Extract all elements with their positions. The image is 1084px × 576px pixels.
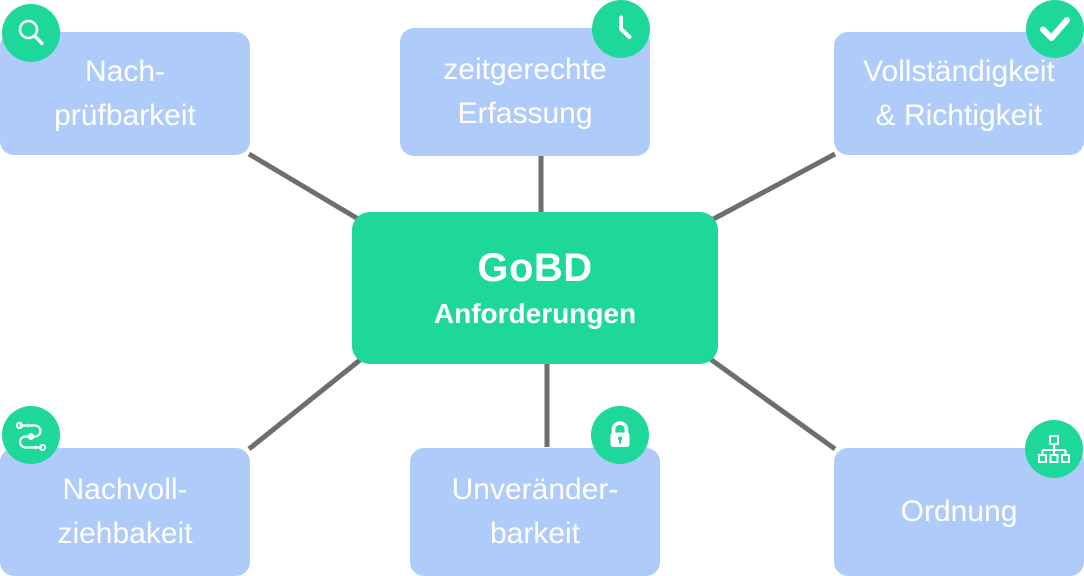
- node-unveraenderbarkeit[interactable]: Unveränder- barkeit: [410, 448, 660, 576]
- node-label-line: ziehbakeit: [57, 517, 193, 550]
- node-label-line: zeitgerechte: [443, 53, 607, 86]
- magnifier-icon: [2, 4, 60, 62]
- center-node-title: GoBD: [477, 246, 593, 290]
- connector-center-to-top-left: [247, 151, 367, 226]
- node-label-line: Vollständigkeit: [863, 54, 1055, 88]
- lock-icon: [591, 406, 649, 464]
- node-label-line: barkeit: [489, 517, 581, 550]
- clock-icon: [592, 0, 650, 58]
- node-label-line: Unveränder-: [451, 473, 619, 506]
- connector-center-to-bottom-left: [247, 354, 367, 451]
- center-node-subtitle: Anforderungen: [433, 298, 637, 329]
- node-nachvollziehbakeit[interactable]: Nachvoll- ziehbakeit: [0, 448, 250, 576]
- node-label-line: prüfbarkeit: [54, 98, 196, 132]
- connector-center-to-bottom-right: [704, 353, 837, 452]
- node-label-line: Nachvoll-: [62, 473, 188, 506]
- center-node-gobd[interactable]: GoBD Anforderungen: [352, 212, 718, 364]
- node-label-line: & Richtigkeit: [875, 98, 1043, 132]
- org-chart-icon: [1025, 420, 1083, 478]
- route-icon: [2, 406, 60, 464]
- node-zeitgerechte-erfassung[interactable]: zeitgerechte Erfassung: [400, 28, 650, 156]
- check-icon: [1026, 0, 1084, 58]
- node-label-line: Ordnung: [900, 495, 1018, 528]
- node-label-line: Nach-: [84, 54, 166, 88]
- node-label-line: Erfassung: [457, 97, 593, 130]
- connector-center-to-top-right: [704, 151, 837, 226]
